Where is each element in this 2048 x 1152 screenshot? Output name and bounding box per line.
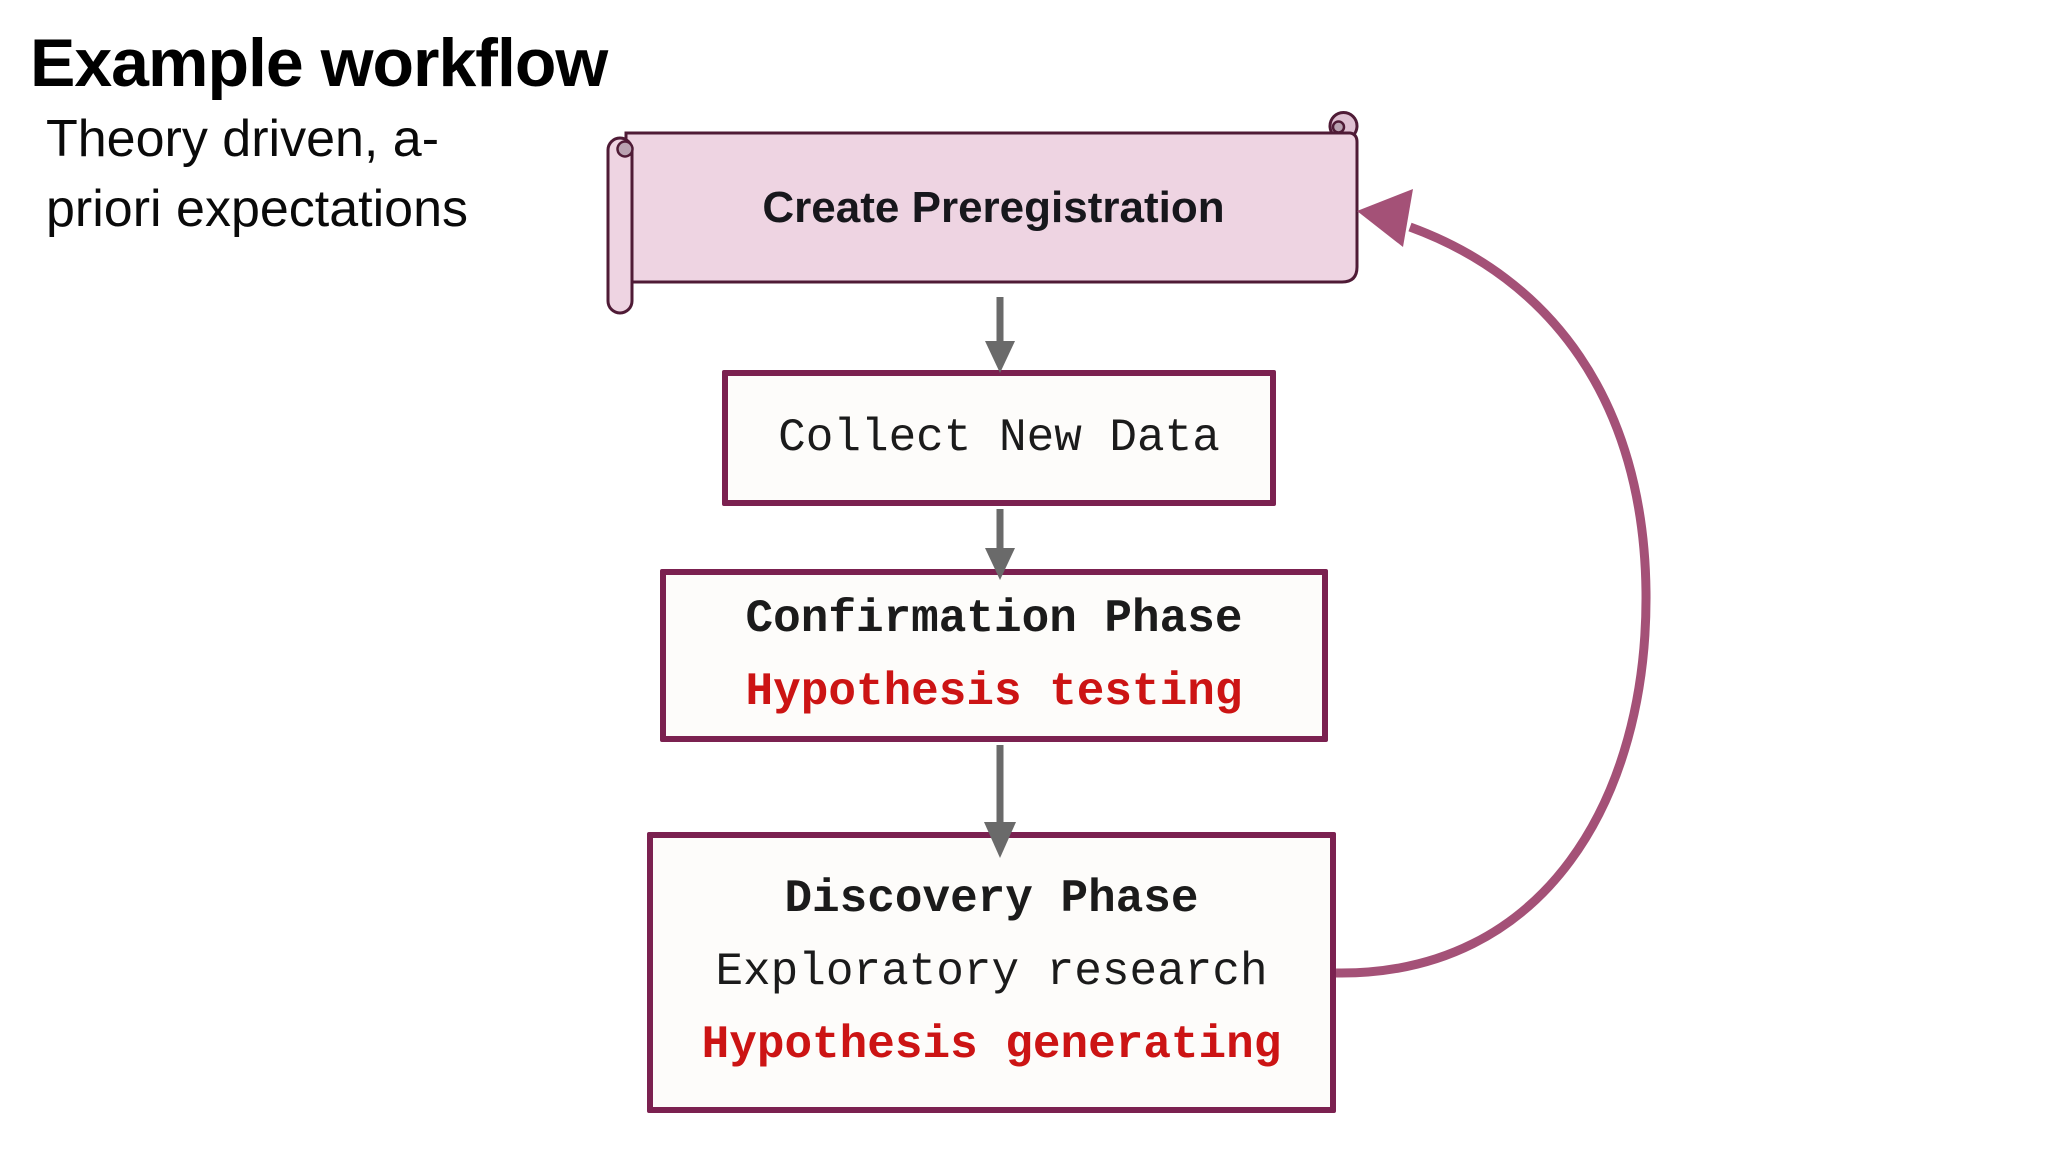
loop-arrowhead — [1357, 189, 1413, 247]
node-label: Discovery Phase — [784, 873, 1199, 925]
node-create-preregistration: Create Preregistration — [762, 182, 1225, 232]
subtitle-line-1: Theory driven, a- — [46, 110, 440, 168]
down-arrow-1 — [985, 297, 1015, 373]
scroll-right-curl-hole — [1331, 120, 1346, 134]
node-sublabel: Exploratory research — [715, 946, 1268, 998]
page-title: Example workflow — [30, 25, 608, 101]
loop-arrow — [1335, 189, 1651, 978]
node-collect-new-data: Collect New Data — [722, 370, 1276, 506]
node-label: Collect New Data — [778, 411, 1220, 464]
node-confirmation-phase: Confirmation Phase Hypothesis testing — [660, 569, 1328, 742]
slide-subtitle: Theory driven, a- priori expectations — [46, 104, 468, 244]
node-discovery-phase: Discovery Phase Exploratory research Hyp… — [647, 832, 1336, 1113]
node-sublabel: Hypothesis testing — [745, 665, 1243, 718]
node-label: Confirmation Phase — [745, 592, 1243, 645]
node-sublabel-2: Hypothesis generating — [701, 1019, 1282, 1071]
loop-arrow-shaft — [1335, 222, 1651, 978]
subtitle-line-2: priori expectations — [46, 180, 468, 238]
scroll-left-tube — [606, 136, 634, 315]
